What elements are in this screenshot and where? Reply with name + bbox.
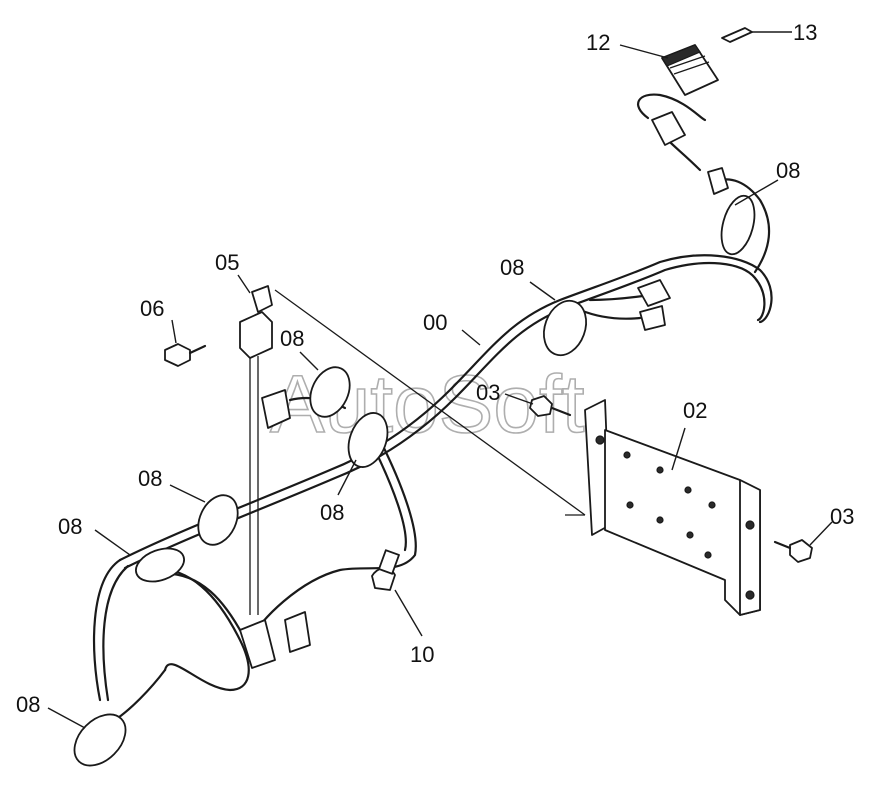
label-08-left-mid: 08 (58, 514, 82, 539)
label-part-13 (721, 27, 753, 43)
switch-part-12 (661, 44, 719, 96)
label-05: 05 (215, 250, 239, 275)
label-00: 00 (423, 310, 447, 335)
relay-part-05 (239, 285, 273, 615)
bracket-holes (595, 435, 755, 600)
leader-lines (47, 31, 833, 729)
bracket-part-02 (584, 399, 761, 616)
label-08-center-upper: 08 (280, 326, 304, 351)
label-06: 06 (140, 296, 164, 321)
label-08-bottom-left: 08 (16, 692, 40, 717)
part-labels: 00 02 03 03 05 06 08 08 08 08 08 08 08 1… (16, 20, 854, 717)
bolt-part-03-upper (529, 395, 572, 417)
bolt-part-06 (164, 343, 207, 367)
bolt-part-03-right (773, 539, 813, 563)
clamps-08 (73, 194, 756, 767)
label-03-right: 03 (830, 504, 854, 529)
label-02: 02 (683, 398, 707, 423)
label-10: 10 (410, 642, 434, 667)
label-08-left-upper: 08 (138, 466, 162, 491)
label-08-top-right: 08 (776, 158, 800, 183)
label-08-mid: 08 (500, 255, 524, 280)
wire-harness (92, 93, 773, 722)
label-12: 12 (586, 30, 610, 55)
connectors (239, 111, 729, 669)
clip-part-10 (371, 549, 400, 591)
label-03-upper: 03 (476, 380, 500, 405)
assembly-lines (274, 289, 586, 516)
label-13: 13 (793, 20, 817, 45)
label-08-center-lower: 08 (320, 500, 344, 525)
